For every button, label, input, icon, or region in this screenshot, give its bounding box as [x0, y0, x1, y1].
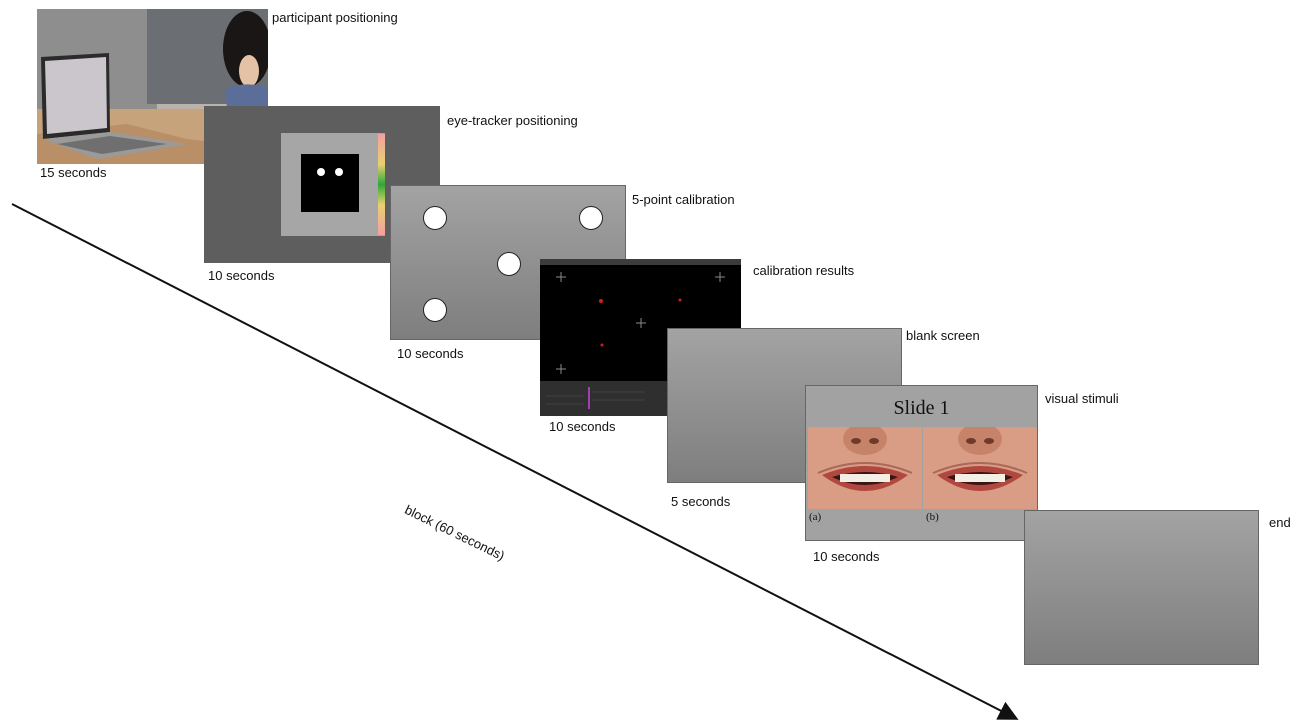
stage-label-eye-tracker-positioning: eye-tracker positioning [447, 113, 578, 128]
stimulus-image-b [923, 427, 1037, 509]
visual-stimuli-slide: Slide 1 (a) (b) [805, 385, 1038, 541]
tracking-box [281, 133, 385, 236]
calibration-point [579, 206, 603, 230]
right-eye-dot [335, 168, 343, 176]
stage-duration-participant-positioning: 15 seconds [40, 165, 107, 180]
stage-label-calibration-results: calibration results [753, 263, 855, 278]
stage-duration-eye-tracker-positioning: 10 seconds [208, 268, 275, 283]
participant-positioning-photo [37, 9, 268, 164]
calibration-point [423, 206, 447, 230]
stimulus-image-a [808, 427, 922, 509]
calibration-point [423, 298, 447, 322]
stage-duration-visual-stimuli: 10 seconds [813, 549, 880, 564]
stage-label-5-point-calibration: 5-point calibration [632, 192, 735, 207]
end-screen [1024, 510, 1259, 665]
stage-label-participant-positioning: participant positioning [272, 10, 398, 25]
eye-display [301, 154, 359, 212]
stage-duration-calibration-results: 10 seconds [549, 419, 616, 434]
image-a-label: (a) [809, 511, 822, 523]
slide-title: Slide 1 [893, 397, 950, 419]
calibration-point [497, 252, 521, 276]
distance-gauge [378, 134, 385, 235]
left-eye-dot [317, 168, 325, 176]
image-b-label: (b) [926, 511, 939, 523]
stage-label-blank-screen: blank screen [906, 328, 980, 343]
stage-duration-blank-screen: 5 seconds [671, 494, 731, 509]
stage-duration-5-point-calibration: 10 seconds [397, 346, 464, 361]
stage-label-end: end [1269, 515, 1291, 530]
stage-label-visual-stimuli: visual stimuli [1045, 391, 1119, 406]
